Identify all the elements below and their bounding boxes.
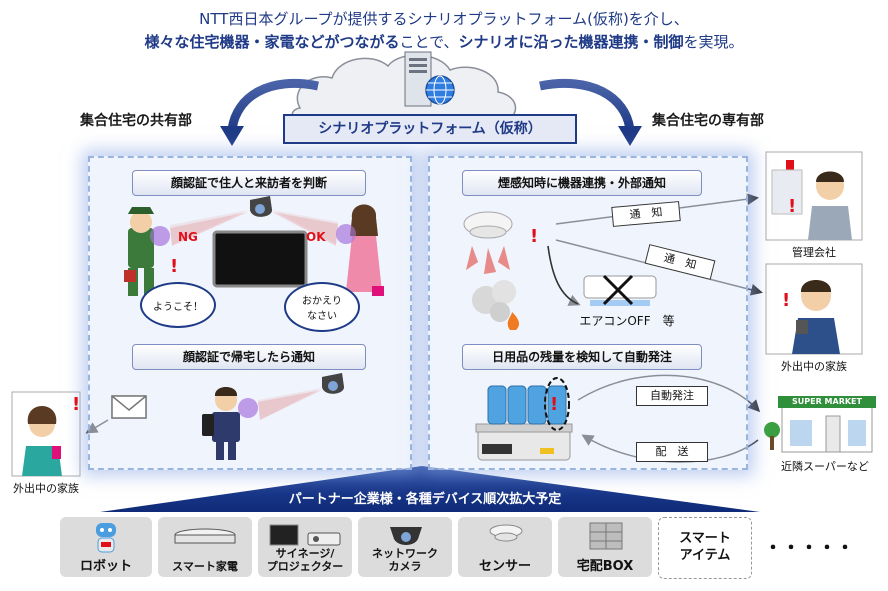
delivery-tag: 配 送	[636, 442, 708, 462]
aircon-off-caption: エアコンOFF 等	[579, 314, 675, 328]
device-robot-label: ロボット	[79, 559, 132, 574]
headline-line-2: 様々な住宅機器・家電などがつながることで、シナリオに沿った機器連携・制御を実現。	[0, 31, 888, 52]
alert-icon: !	[170, 256, 179, 277]
server-icon	[404, 51, 432, 107]
device-robot: ロボット	[60, 517, 152, 577]
ok-label: OK	[306, 230, 326, 244]
welcome-home-bubble: おかえりなさい	[284, 282, 360, 332]
headline-bold-2: シナリオに沿った機器連携・制御	[458, 33, 684, 51]
signage-projector-icon	[269, 524, 341, 546]
headline-normal-2: を実現。	[683, 33, 744, 51]
partner-triangle	[100, 466, 760, 512]
robot-icon	[96, 523, 116, 553]
cloud-icon	[291, 54, 517, 123]
alert-icon-bottle: !	[550, 394, 559, 415]
alert-icon-family-left: !	[72, 394, 81, 415]
device-smart-item: スマートアイテム	[658, 517, 752, 579]
shared-area-panel	[88, 156, 412, 470]
device-delivery-box-label: 宅配BOX	[576, 559, 634, 574]
device-signage: サイネージ/プロジェクター	[258, 517, 352, 577]
delivery-box-icon	[589, 522, 623, 550]
headline-bold-1: 様々な住宅機器・家電などがつながる	[144, 33, 400, 51]
family-right-caption: 外出中の家族	[781, 360, 847, 373]
device-network-camera: ネットワークカメラ	[358, 517, 452, 577]
family-man-figure	[765, 263, 863, 355]
ceiling-light-icon	[174, 528, 236, 544]
welcome-bubble: ようこそ！	[140, 282, 216, 328]
more-devices-ellipsis: ・・・・・	[764, 538, 854, 559]
device-sensor-label: センサー	[478, 559, 531, 574]
globe-icon	[425, 75, 455, 105]
headline-normal-1: ことで、	[399, 33, 459, 51]
platform-title: シナリオプラットフォーム（仮称）	[283, 114, 577, 144]
supermarket-sign: SUPER MARKET	[792, 397, 862, 406]
device-sensor: センサー	[458, 517, 552, 577]
device-smart-appliance-label: スマート家電	[172, 560, 238, 573]
scenario-return-notify-title: 顔認証で帰宅したら通知	[132, 344, 366, 370]
sensor-icon	[489, 524, 523, 542]
device-smart-appliance: スマート家電	[158, 517, 252, 577]
shared-area-label: 集合住宅の共有部	[80, 113, 192, 129]
device-delivery-box: 宅配BOX	[558, 517, 652, 577]
supermarket-icon	[764, 396, 876, 453]
network-camera-icon	[390, 527, 422, 545]
private-area-label: 集合住宅の専有部	[652, 113, 764, 129]
family-left-caption: 外出中の家族	[13, 482, 79, 495]
headline-line-1: NTT西日本グループが提供するシナリオプラットフォーム(仮称)を介し、	[199, 10, 689, 28]
arrow-left-curve-icon	[220, 78, 319, 146]
device-signage-label: サイネージ/プロジェクター	[266, 547, 344, 573]
alert-icon-family-right: !	[782, 290, 791, 311]
ng-label: NG	[178, 230, 198, 244]
scenario-smoke-title: 煙感知時に機器連携・外部通知	[462, 170, 702, 196]
alert-icon-management: !	[788, 196, 797, 217]
management-caption: 管理会社	[792, 246, 836, 259]
device-smart-item-label: スマートアイテム	[679, 531, 731, 563]
management-staff-figure	[765, 151, 863, 241]
partner-banner: パートナー企業様・各種デバイス順次拡大予定	[288, 492, 562, 507]
alert-icon-smoke: !	[530, 226, 539, 247]
arrow-right-curve-icon	[539, 78, 642, 146]
scenario-auto-order-title: 日用品の残量を検知して自動発注	[462, 344, 702, 370]
supermarket-caption: 近隣スーパーなど	[781, 460, 869, 473]
scenario-face-auth-title: 顔認証で住人と来訪者を判断	[132, 170, 366, 196]
device-network-camera-label: ネットワークカメラ	[372, 547, 438, 573]
family-woman-figure	[11, 391, 81, 477]
auto-order-tag: 自動発注	[636, 386, 708, 406]
